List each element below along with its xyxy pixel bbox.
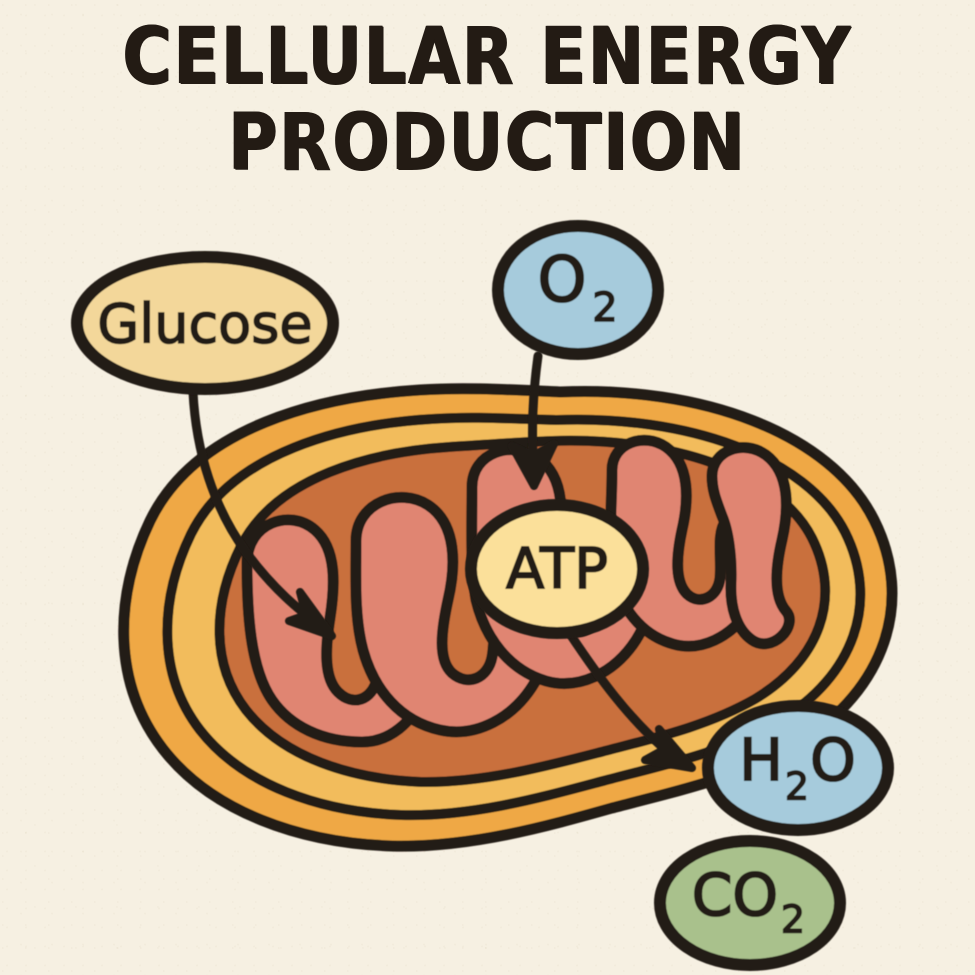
node-co2[interactable]: CO 2 [654, 835, 846, 971]
o2-subscript: 2 [592, 285, 617, 331]
o2-label: O [538, 243, 587, 316]
page-title: CELLULAR ENERGY PRODUCTION [0, 14, 975, 186]
h2o-label-o: O [810, 726, 856, 794]
glucose-label: Glucose [97, 293, 312, 356]
node-glucose[interactable]: Glucose [71, 251, 339, 395]
arrow-glucose-to-matrix [188, 387, 336, 640]
arrows-group [188, 351, 696, 772]
node-o2[interactable]: O 2 [492, 220, 664, 360]
atp-bubble[interactable] [465, 499, 649, 639]
title-line-1: CELLULAR ENERGY [122, 12, 853, 102]
co2-bubble[interactable] [654, 835, 846, 971]
arrow-o2-to-matrix [508, 351, 558, 490]
h2o-label-h: H [739, 726, 783, 794]
h2o-subscript: 2 [785, 765, 809, 809]
co2-label: CO [692, 861, 778, 929]
h2o-bubble[interactable] [702, 700, 894, 836]
arrow-atp-to-h2o [565, 629, 696, 772]
node-atp[interactable]: ATP [465, 499, 649, 639]
node-h2o[interactable]: H 2 O [702, 700, 894, 836]
title-line-2: PRODUCTION [228, 98, 747, 188]
o2-bubble[interactable] [492, 220, 664, 360]
crista-right-outer [706, 442, 795, 650]
glucose-bubble[interactable] [71, 251, 339, 395]
atp-label: ATP [506, 537, 608, 602]
co2-subscript: 2 [781, 898, 805, 942]
